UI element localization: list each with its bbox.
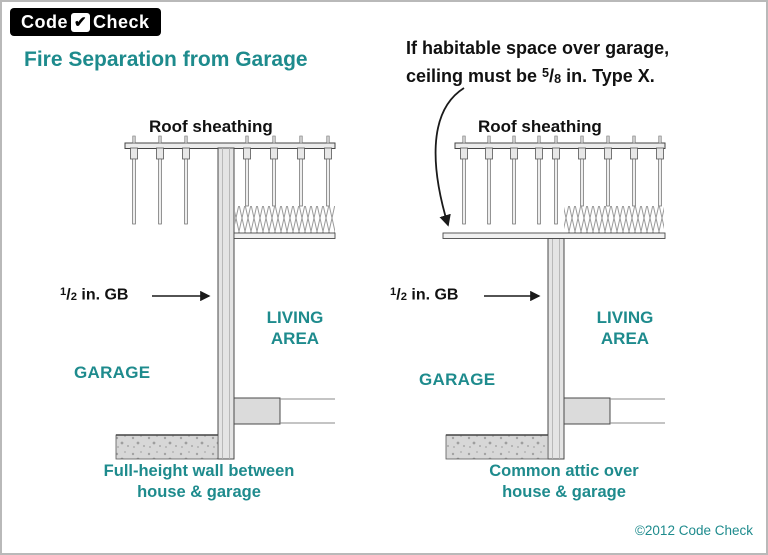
living-area-label-left: LIVING AREA bbox=[266, 308, 324, 348]
roof-sheathing-label-right: Roof sheathing bbox=[478, 117, 602, 136]
logo-check-text: Check bbox=[93, 11, 150, 32]
roof-sheathing-label-left: Roof sheathing bbox=[149, 117, 273, 136]
ceiling-left bbox=[233, 232, 336, 239]
separation-wall-right bbox=[547, 238, 565, 460]
code-check-logo: Code ✔ Check bbox=[10, 8, 161, 36]
annotation-line1: If habitable space over garage, bbox=[406, 38, 670, 58]
floor-joist-right bbox=[563, 397, 611, 425]
floor-lines-right bbox=[610, 398, 665, 424]
living-area-label-right: LIVING AREA bbox=[596, 308, 654, 348]
wall-gb-layer-lines-left bbox=[222, 148, 230, 459]
roof-sheathing-right bbox=[454, 142, 666, 149]
logo-code-text: Code bbox=[21, 11, 68, 32]
garage-label-right: GARAGE bbox=[419, 370, 496, 389]
gb-label-left: 1/2 in. GB bbox=[60, 286, 129, 304]
garage-attic-studs-right bbox=[460, 135, 560, 225]
page-title: Fire Separation from Garage bbox=[24, 48, 308, 71]
caption-left: Full-height wall between house & garage bbox=[103, 462, 295, 501]
insulation-right bbox=[564, 206, 664, 233]
separation-wall-left bbox=[217, 147, 235, 460]
garage-label-left: GARAGE bbox=[74, 363, 151, 382]
insulation-left bbox=[235, 206, 335, 233]
wall-gb-layer-lines-right bbox=[552, 239, 560, 459]
gb-label-right: 1/2 in. GB bbox=[390, 286, 459, 304]
copyright-text: ©2012 Code Check bbox=[634, 523, 753, 538]
annotation-line2: ceiling must be 5/8 in. Type X. bbox=[406, 65, 655, 86]
annotation-arrow bbox=[434, 87, 465, 227]
ceiling-right bbox=[442, 232, 666, 239]
garage-slab-left bbox=[115, 434, 219, 460]
garage-attic-studs-left bbox=[130, 135, 190, 225]
garage-slab-right bbox=[445, 434, 549, 460]
annotation-note: If habitable space over garage, ceiling … bbox=[406, 36, 766, 92]
floor-joist-left bbox=[233, 397, 281, 425]
checkmark-icon: ✔ bbox=[71, 12, 90, 32]
right-diagram bbox=[442, 135, 666, 460]
caption-right: Common attic over house & garage bbox=[489, 462, 639, 501]
floor-lines-left bbox=[280, 398, 335, 424]
left-diagram bbox=[115, 135, 336, 460]
